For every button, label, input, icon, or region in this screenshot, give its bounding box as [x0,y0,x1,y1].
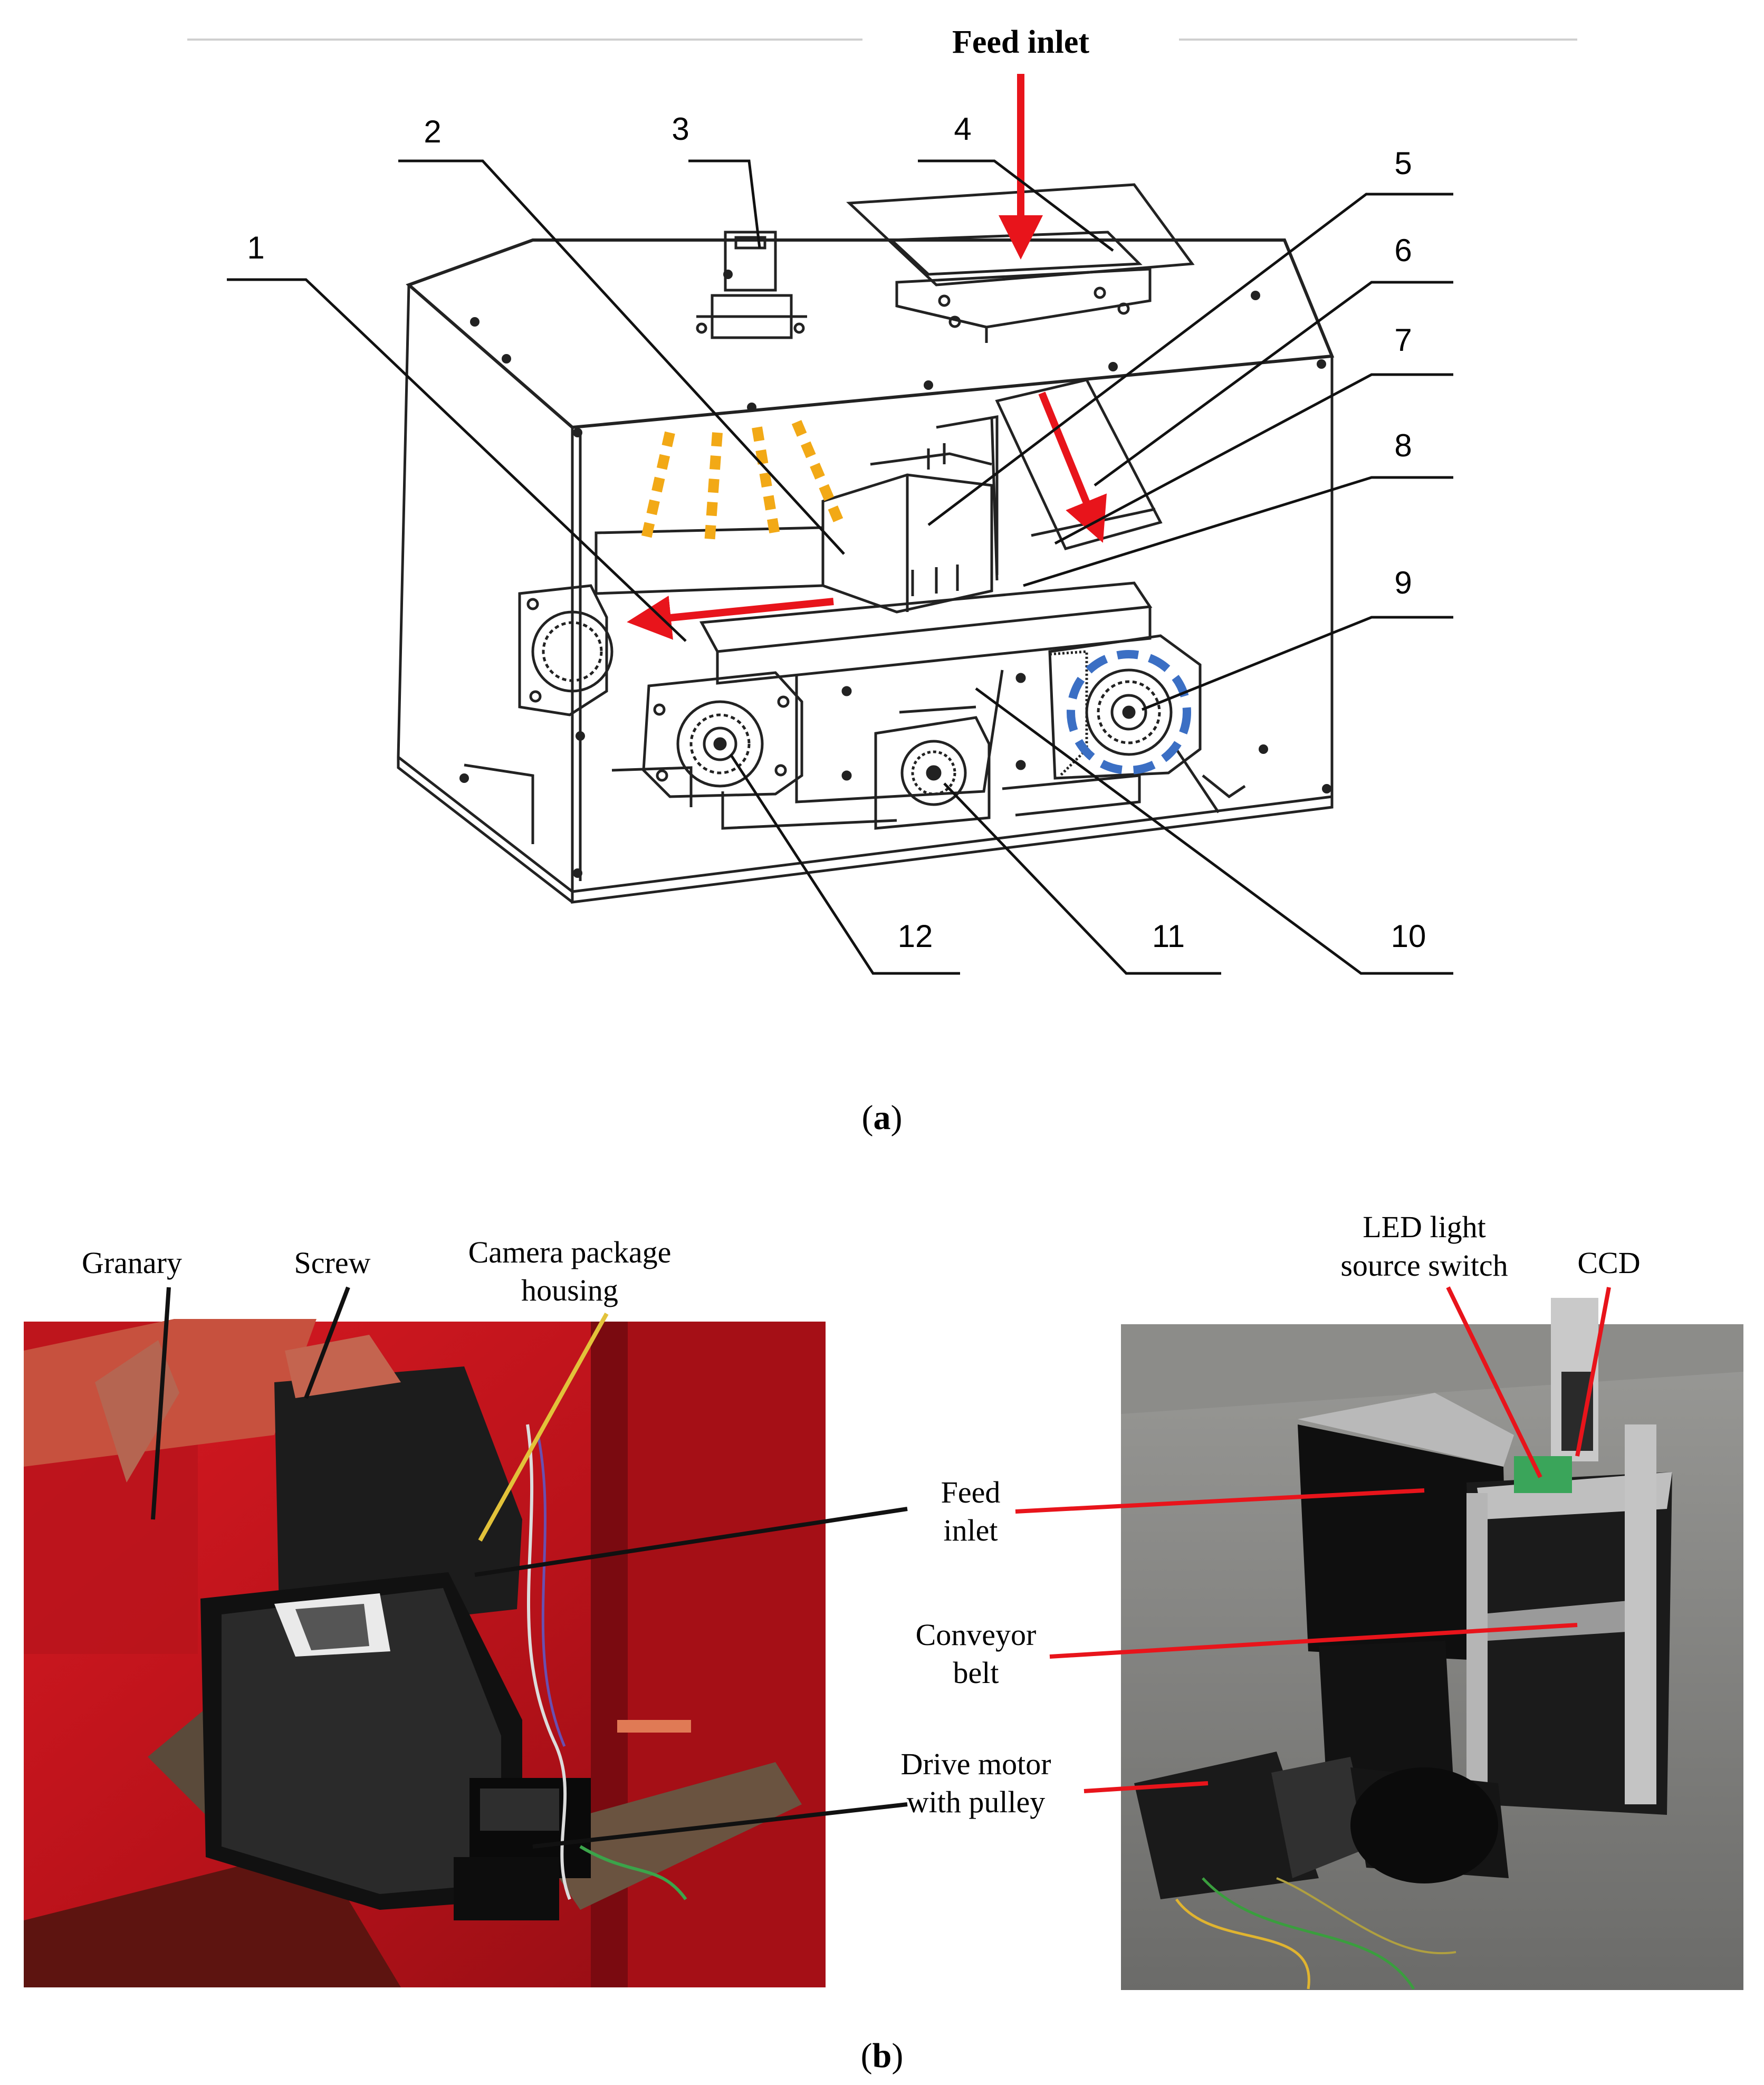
caption-b: (b) [861,2036,904,2075]
panel-a: Feed inlet [187,24,1577,1137]
caption-a-open: ( [862,1098,874,1137]
pointer-conveyor [1049,1623,1578,1659]
pointer-ccd [1575,1287,1611,1457]
caption-a: (a) [862,1098,903,1137]
label-led-line2: source switch [1340,1248,1508,1283]
caption-a-letter: a [874,1098,891,1137]
label-conveyor-line2: belt [953,1656,999,1690]
light-rays [641,420,847,544]
part-number-9: 9 [1394,565,1412,600]
label-led-line1: LED light [1363,1210,1486,1244]
pointer-camera [478,1313,609,1542]
caption-b-open: ( [861,2036,873,2075]
label-camera-line1: Camera package [468,1235,672,1269]
pointer-granary [151,1287,171,1520]
rotation-indicator [1067,650,1191,774]
part-number-5: 5 [1394,146,1412,181]
chute-arrow [1038,391,1107,543]
conveyor-frame [595,526,1220,830]
part-number-7: 7 [1394,322,1412,358]
housing-screws [459,270,1331,878]
caption-b-letter: b [873,2036,892,2075]
part-number-10: 10 [1391,919,1426,954]
part-number-8: 8 [1394,428,1412,463]
panel-b-pointers [151,1286,1611,1849]
label-screw: Screw [294,1246,371,1280]
pulley-rear [518,584,613,716]
panel-b-labels: Granary Screw Camera package housing Fee… [82,1210,1641,1819]
part-number-6: 6 [1394,233,1412,268]
part-number-12: 12 [898,919,933,954]
drive-motor-center [874,705,991,830]
flow-arrows [627,74,1107,640]
leader-lines [227,159,1453,975]
belt-arrow [627,596,834,640]
part-number-11: 11 [1152,919,1185,954]
pointer-drive-right [1084,1781,1209,1793]
label-conveyor-line1: Conveyor [916,1618,1037,1652]
part-numbers: 1 2 3 4 5 6 7 8 9 10 11 12 [247,111,1426,954]
caption-a-close: ) [891,1098,903,1137]
feed-inlet-title: Feed inlet [952,24,1089,60]
label-drive-line2: with pulley [907,1785,1046,1819]
pulley-left [642,671,803,798]
label-ccd: CCD [1577,1246,1640,1280]
pointer-led [1446,1286,1542,1478]
label-feed-line2: inlet [943,1513,998,1547]
label-feed-line1: Feed [941,1475,1001,1509]
part-number-3: 3 [672,111,689,147]
caption-b-close: ) [891,2036,903,2075]
part-number-1: 1 [247,230,264,265]
label-granary: Granary [82,1246,182,1280]
pointer-feed-left [474,1507,908,1577]
photo-left [24,1319,826,1987]
pulley-right [1048,634,1202,780]
pointer-screw [304,1286,350,1399]
pointer-feed-right [1015,1488,1425,1514]
part-number-2: 2 [424,114,441,149]
label-drive-line1: Drive motor [900,1747,1051,1781]
device-housing [397,238,1335,904]
part-number-4: 4 [954,111,971,147]
label-camera-line2: housing [521,1273,618,1307]
top-switch [696,231,807,339]
panel-b: Granary Screw Camera package housing Fee… [24,1210,1743,2075]
pointer-drive-left [532,1802,908,1849]
camera-module [821,415,999,614]
photo-right [1121,1298,1743,1990]
